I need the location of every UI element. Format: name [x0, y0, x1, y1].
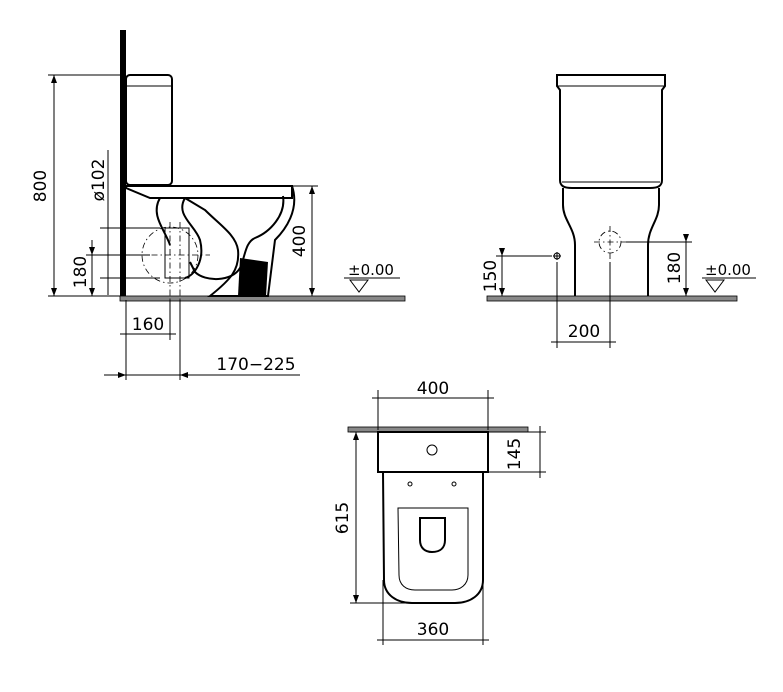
- dim-total-depth: 615: [333, 502, 353, 534]
- wall: [120, 30, 126, 300]
- dim-wall-offset: 160: [132, 315, 164, 335]
- dim-cistern-width: 400: [417, 379, 449, 399]
- dim-pipe-diameter: ø102: [89, 159, 109, 202]
- side-view: 800 ø102 180 400 ±0.00 160 170−225: [31, 30, 406, 380]
- flush-button: [426, 444, 438, 456]
- front-view: 150 180 ±0.00 200: [481, 74, 756, 348]
- dim-800: 800: [31, 170, 51, 202]
- dim-bowl-width: 360: [417, 620, 449, 640]
- dim-seat-height: 400: [290, 225, 310, 257]
- dim-outlet-height-front: 180: [665, 252, 685, 284]
- cistern-front: [556, 74, 666, 189]
- cistern-side: [125, 74, 173, 186]
- bowl-top: [381, 471, 484, 604]
- bowl-side: [184, 185, 296, 297]
- dim-inlet-height: 150: [481, 260, 501, 292]
- floor-front: [486, 295, 738, 302]
- pedestal-front: [562, 188, 660, 296]
- floor-level-front: ±0.00: [705, 261, 751, 279]
- cistern-top: [377, 431, 489, 473]
- top-view: 400 145 615 360: [333, 379, 546, 645]
- dim-outlet-height-side: 180: [71, 256, 91, 288]
- dim-cistern-depth: 145: [505, 438, 525, 470]
- dim-outlet-offset: 200: [568, 322, 600, 342]
- floor-level-side: ±0.00: [348, 261, 394, 279]
- dim-outlet-distance: 170−225: [216, 355, 295, 375]
